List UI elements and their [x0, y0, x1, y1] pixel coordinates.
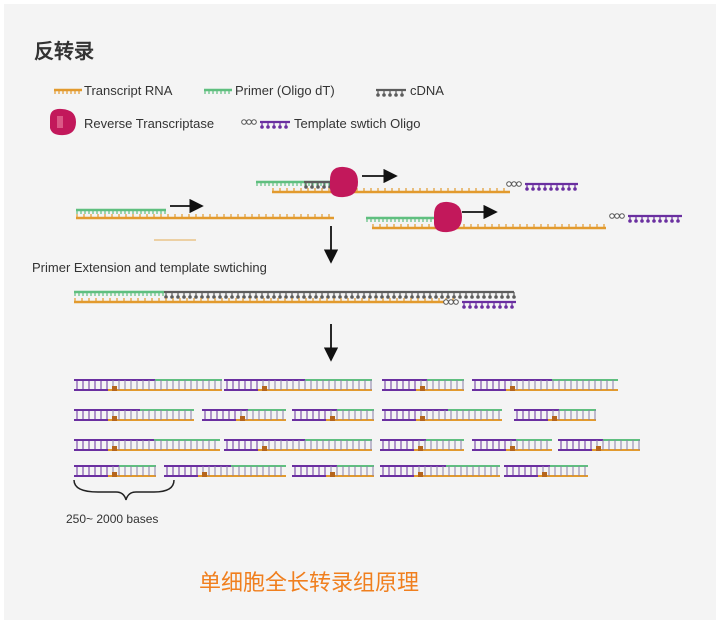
caption: 单细胞全长转录组原理 [199, 570, 419, 595]
ds-cdna-fragment [74, 439, 220, 451]
ds-cdna-fragment [164, 465, 286, 477]
ds-cdna-fragment [504, 465, 588, 477]
annealing-stage [76, 166, 682, 241]
ds-cdna-fragment [202, 409, 286, 421]
ds-cdna-fragment [74, 409, 194, 421]
legend-primer-icon [204, 88, 232, 94]
cdna-library [74, 379, 640, 477]
legend-primer-label: Primer (Oligo dT) [235, 83, 335, 98]
legend-enzyme-label: Reverse Transcriptase [84, 116, 214, 131]
ds-cdna-fragment [74, 465, 156, 477]
legend-rna-label: Transcript RNA [84, 83, 173, 98]
legend-tso-icon [241, 119, 290, 129]
ds-cdna-fragment [472, 379, 618, 391]
legend-cdna-label: cDNA [410, 83, 444, 98]
ds-cdna-fragment [382, 379, 464, 391]
ds-cdna-fragment [382, 409, 502, 421]
ds-cdna-fragment [472, 439, 552, 451]
ds-cdna-fragment [380, 439, 464, 451]
size-label: 250~ 2000 bases [66, 512, 158, 526]
ds-cdna-fragment [558, 439, 640, 451]
extension-stage [74, 290, 516, 309]
ds-cdna-fragment [74, 379, 222, 391]
legend-cdna-icon [376, 88, 406, 97]
ds-cdna-fragment [224, 439, 372, 451]
legend-enzyme-icon [50, 108, 76, 136]
diagram-panel: 反转录 Transcript RNA Primer (Oligo dT) cDN… [4, 4, 716, 620]
length-bracket [73, 479, 175, 501]
ds-cdna-fragment [514, 409, 596, 421]
diagram-title: 反转录 [34, 39, 94, 63]
step-label: Primer Extension and template swtiching [32, 260, 267, 275]
ds-cdna-fragment [224, 379, 372, 391]
ds-cdna-fragment [292, 465, 374, 477]
rt-diagram: 反转录 Transcript RNA Primer (Oligo dT) cDN… [32, 39, 682, 595]
legend-tso-label: Template swtich Oligo [294, 116, 420, 131]
ds-cdna-fragment [380, 465, 500, 477]
ds-cdna-fragment [292, 409, 374, 421]
legend-rna-icon [54, 88, 82, 94]
